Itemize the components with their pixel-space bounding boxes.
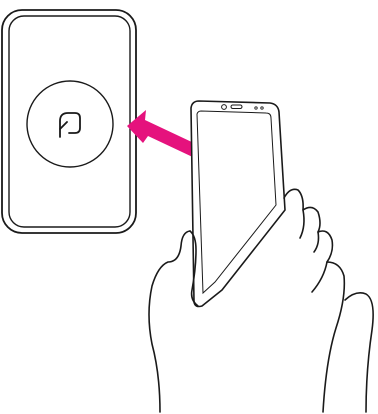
hand-wrist-right [345,293,373,412]
phone-body [191,101,285,307]
hand-finger-crease-1 [300,210,304,238]
reader-device [2,10,136,233]
hand-thumb-front [149,231,190,412]
smartphone [191,101,285,307]
reader-target-circle [27,81,113,167]
hand-finger-crease-2 [314,232,319,252]
hand-finger-crease-3 [312,262,327,292]
hand-fingers-back [284,189,344,412]
